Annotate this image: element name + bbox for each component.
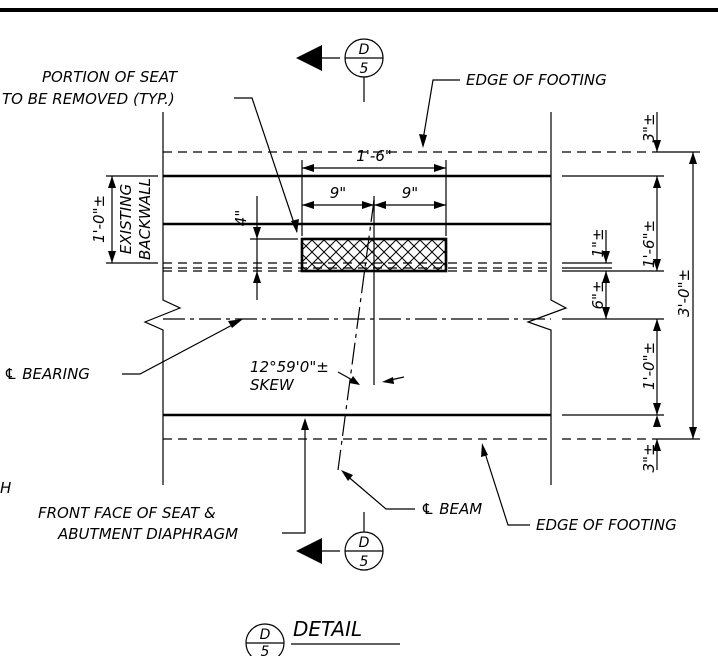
dim-right-1-0: 1'-0"±	[640, 342, 658, 390]
detail-title-block: D 5 DETAIL	[245, 617, 400, 656]
dim-half-right: 9"	[402, 184, 418, 202]
section-top-sheet: 5	[360, 61, 369, 77]
skew-angle-label: 12°59'0"±	[250, 358, 329, 376]
portion-label-line2: TO BE REMOVED (TYP.)	[2, 90, 175, 108]
dim-top-width: 1'-6"	[356, 147, 392, 165]
edge-footing-top-label: EDGE OF FOOTING	[466, 71, 607, 89]
edge-footing-bottom-leader	[483, 449, 530, 526]
section-marker-bottom: D 5	[296, 512, 384, 571]
dim-right-3-bottom: 3"±	[640, 443, 658, 472]
dim-right-6: 6"±	[589, 280, 607, 309]
front-face-leader	[282, 424, 306, 534]
section-top-letter: D	[359, 42, 370, 58]
section-bottom-letter: D	[359, 535, 370, 551]
left-abutment-line	[143, 112, 182, 485]
dim-right-1: 1"±	[589, 228, 607, 257]
dim-four-inch: 4"	[232, 210, 250, 226]
dim-backwall: 1'-0"±	[90, 195, 108, 243]
dim-half-left: 9"	[330, 184, 346, 202]
right-abutment-line	[526, 112, 568, 485]
dim-right-3-0: 3'-0"±	[675, 269, 693, 317]
cut-off-fragment: H	[0, 479, 11, 497]
detail-title: DETAIL	[293, 617, 362, 641]
title-marker-sheet: 5	[261, 644, 270, 656]
dim-right-3-top: 3"±	[640, 113, 658, 142]
title-marker-letter: D	[260, 627, 271, 643]
cl-bearing-leader	[122, 322, 237, 375]
front-face-label-line1: FRONT FACE OF SEAT &	[38, 504, 216, 522]
cl-beam-leader	[344, 473, 415, 510]
front-face-label-line2: ABUTMENT DIAPHRAGM	[57, 525, 238, 543]
dim-right-1-6: 1'-6"±	[640, 220, 658, 268]
beam-centerline	[337, 199, 375, 471]
section-bottom-sheet: 5	[360, 554, 369, 570]
edge-footing-top-leader	[422, 79, 460, 141]
portion-leader	[234, 97, 298, 233]
edge-footing-bottom-label: EDGE OF FOOTING	[536, 516, 677, 534]
skew-text-label: SKEW	[250, 376, 295, 394]
portion-label-line1: PORTION OF SEAT	[42, 68, 179, 86]
cl-bearing-label: ℄ BEARING	[4, 365, 90, 383]
backwall-label: BACKWALL	[136, 178, 154, 260]
existing-label: EXISTING	[117, 184, 135, 254]
section-marker-top: D 5	[296, 38, 384, 102]
cl-beam-label: ℄ BEAM	[421, 500, 482, 518]
